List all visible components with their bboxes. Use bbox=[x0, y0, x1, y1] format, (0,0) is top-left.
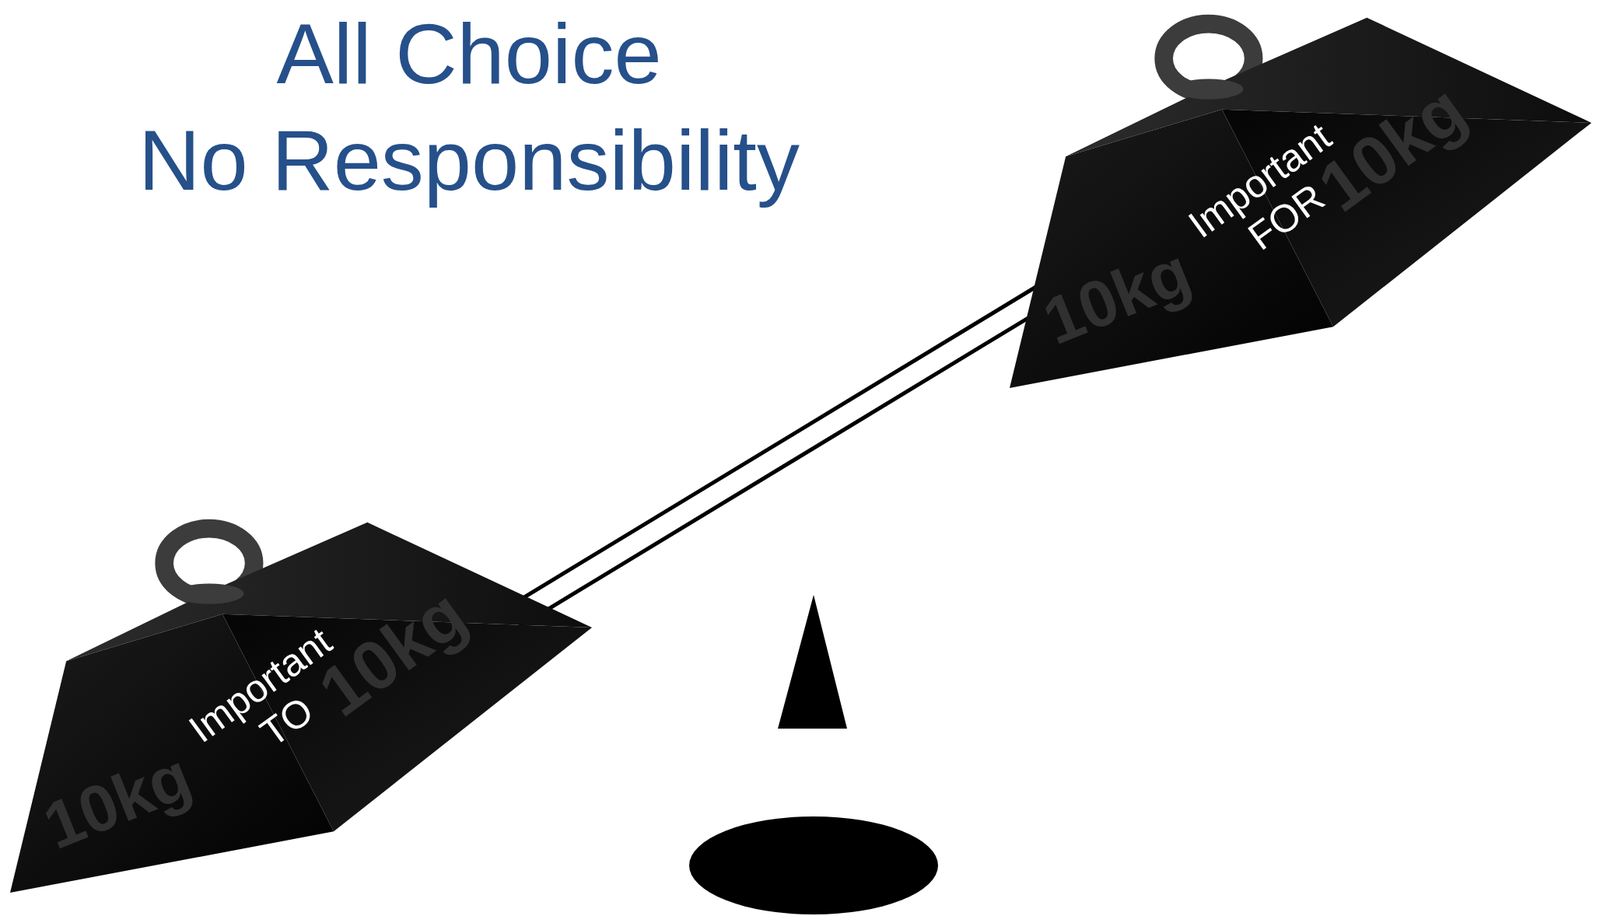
weight-ring-base bbox=[1173, 78, 1243, 99]
fulcrum-shadow bbox=[689, 816, 939, 915]
title: All Choice No Responsibility bbox=[138, 0, 800, 214]
connectors bbox=[503, 285, 1061, 624]
weight: 10kgImportant TO10kg bbox=[10, 510, 592, 893]
weight: 10kgImportant FOR10kg bbox=[1009, 5, 1592, 389]
fulcrum-triangle bbox=[777, 595, 848, 729]
seesaw-bar bbox=[503, 285, 1061, 624]
weight-ring-base bbox=[174, 583, 244, 604]
seesaw-bar-inner bbox=[503, 285, 1061, 624]
seesaw-bar-group bbox=[503, 285, 1061, 624]
fulcrum bbox=[689, 595, 939, 915]
